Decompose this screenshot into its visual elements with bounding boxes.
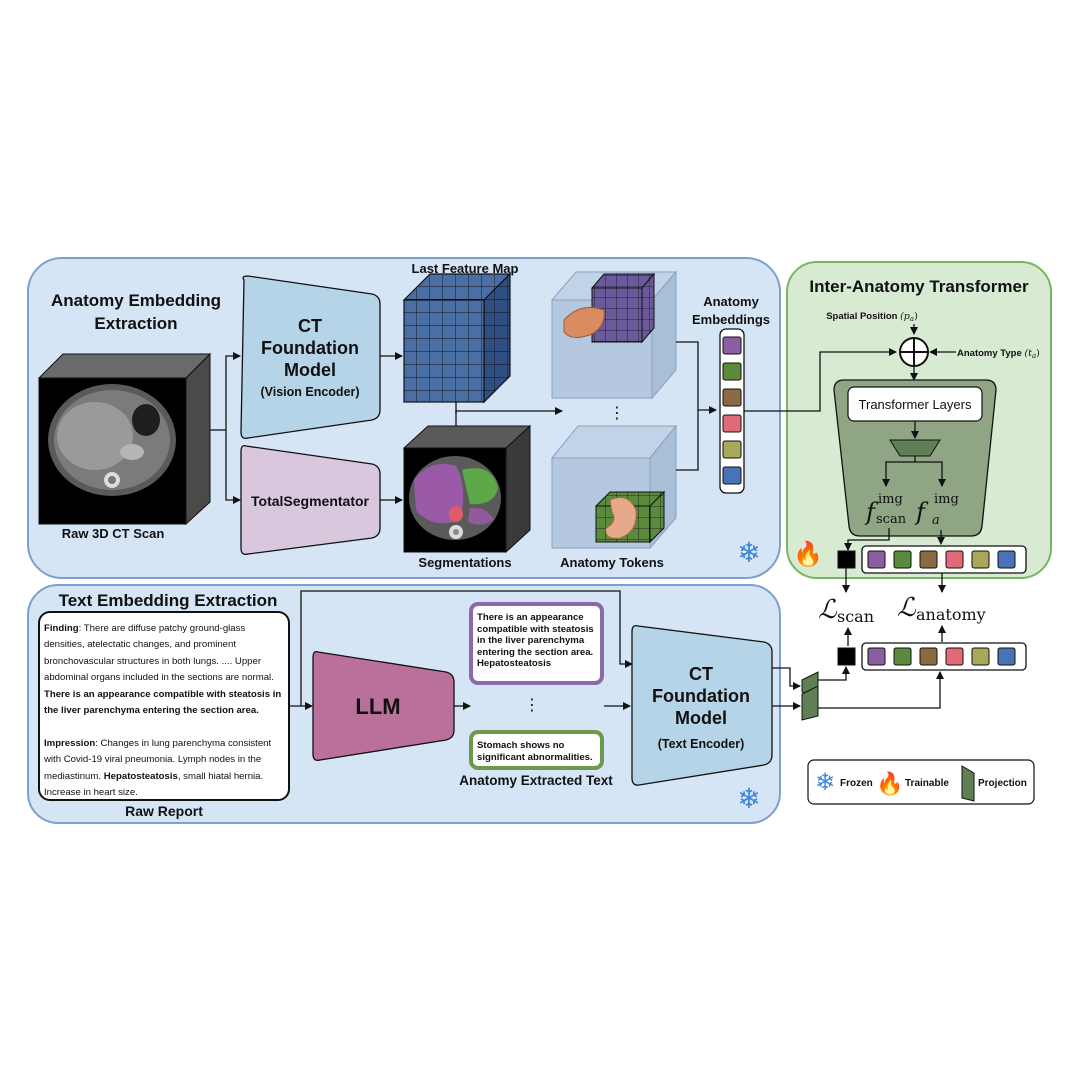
anatomy-tokens-label: Anatomy Tokens [560, 555, 664, 570]
image-anatomy-token [919, 550, 938, 569]
legend-projection-label: Projection [978, 778, 1027, 789]
text-anatomy-token [919, 647, 938, 666]
add-operator-icon [899, 337, 929, 367]
raw-report-box: Finding: There are diffuse patchy ground… [38, 611, 290, 801]
text-anatomy-token [971, 647, 990, 666]
totalsegmentator-label: TotalSegmentator [251, 493, 370, 509]
segmentations-label: Segmentations [418, 555, 511, 570]
last-feature-map-label: Last Feature Map [412, 261, 519, 276]
anatomy-type-label: Anatomy Type (ta) [957, 348, 1040, 360]
anatomy-embedding-token [722, 466, 742, 485]
text-anatomy-token [945, 647, 964, 666]
image-anatomy-token [945, 550, 964, 569]
fire-icon: 🔥 [793, 540, 823, 568]
extracted-text-liver: There is an appearance compatible with s… [469, 602, 604, 685]
f-a-sup: img [934, 492, 959, 507]
vision-encoder-line3: Model [284, 360, 336, 380]
loss-anatomy-sub: anatomy [916, 605, 986, 624]
anatomy-extracted-text-label: Anatomy Extracted Text [459, 773, 613, 788]
loss-scan: ℒ [818, 595, 838, 625]
loss-anatomy: ℒ [897, 593, 917, 623]
raw-ct-scan-cube [37, 352, 212, 526]
text-encoder-line3: Model [675, 708, 727, 728]
impression-label: Impression [44, 737, 96, 749]
scan-embedding-token [837, 550, 856, 569]
legend-projection-icon [961, 765, 975, 802]
legend-snowflake-icon: ❄ [815, 769, 835, 796]
image-anatomy-token [893, 550, 912, 569]
image-anatomy-token [867, 550, 886, 569]
anatomy-embedding-title-2: Extraction [94, 314, 177, 333]
last-feature-map-cube [402, 272, 512, 404]
impression-tail-text: , small hiatal hernia. Increase in heart… [44, 770, 264, 799]
impression-bold-text: Hepatosteatosis [103, 770, 178, 782]
text-encoder-block [631, 624, 773, 786]
legend-trainable-label: Trainable [905, 778, 949, 789]
finding-bold-text: There is an appearance compatible with s… [44, 688, 282, 717]
anatomy-embeddings-label-1: Anatomy [703, 294, 759, 309]
legend-fire-icon: 🔥 [876, 771, 903, 796]
vision-encoder-sub: (Vision Encoder) [260, 385, 359, 399]
text-encoder-line1: CT [689, 664, 713, 684]
anatomy-embedding-token [722, 388, 742, 407]
snowflake-icon-bottom: ❄ [737, 783, 760, 814]
transformer-layers-label: Transformer Layers [859, 397, 972, 412]
extracted-text-stomach: Stomach shows no significant abnormaliti… [469, 730, 604, 770]
finding-text: : There are diffuse patchy ground-glass … [44, 623, 274, 684]
image-anatomy-token [997, 550, 1016, 569]
segmentations-cube [402, 424, 532, 554]
raw-ct-scan-label: Raw 3D CT Scan [62, 526, 165, 541]
f-a-sub: a [932, 513, 940, 528]
image-anatomy-token [971, 550, 990, 569]
extracted-ellipsis: ⋮ [524, 697, 540, 714]
spatial-position-label: Spatial Position (pa) [826, 311, 918, 323]
anatomy-embedding-token [722, 336, 742, 355]
anatomy-embedding-title: Anatomy Embedding [51, 291, 221, 310]
vision-encoder-line2: Foundation [261, 338, 359, 358]
vision-encoder-line1: CT [298, 316, 322, 336]
totalsegmentator-block [240, 444, 381, 556]
text-scan-token [837, 647, 856, 666]
anatomy-tokens-ellipsis: ⋮ [609, 405, 625, 422]
anatomy-embeddings-label-2: Embeddings [692, 312, 770, 327]
text-projection-icon-2 [801, 685, 819, 721]
legend-frozen-label: Frozen [840, 778, 873, 789]
anatomy-embedding-token [722, 414, 742, 433]
snowflake-icon-top: ❄ [737, 537, 760, 568]
impression-text: : Changes in lung parenchyma consistent … [44, 737, 272, 782]
text-embedding-title: Text Embedding Extraction [59, 591, 278, 610]
vision-encoder-block [240, 275, 381, 440]
anatomy-embedding-token [722, 440, 742, 459]
text-encoder-sub: (Text Encoder) [658, 737, 745, 751]
anatomy-token-stomach [550, 424, 678, 550]
text-anatomy-token [893, 647, 912, 666]
f-scan-sup: img [878, 492, 903, 507]
loss-scan-sub: scan [837, 607, 874, 626]
f-scan-sub: scan [876, 512, 907, 527]
text-anatomy-token [867, 647, 886, 666]
text-anatomy-token [997, 647, 1016, 666]
llm-label: LLM [355, 694, 400, 719]
text-encoder-line2: Foundation [652, 686, 750, 706]
finding-label: Finding [44, 623, 79, 634]
transformer-projection-icon [889, 439, 941, 457]
anatomy-embedding-token [722, 362, 742, 381]
llm-block [312, 650, 455, 762]
anatomy-token-liver [550, 270, 678, 400]
raw-report-label: Raw Report [125, 803, 203, 819]
legend-box [807, 759, 1035, 805]
inter-anatomy-title: Inter-Anatomy Transformer [809, 277, 1029, 296]
